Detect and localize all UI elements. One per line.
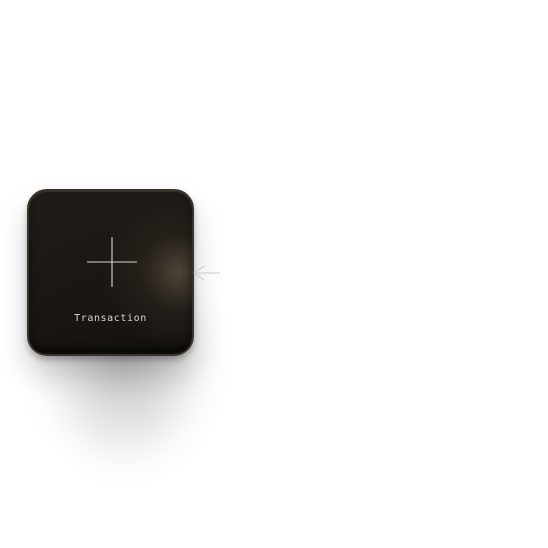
tile-label: Transaction (74, 313, 147, 324)
add-transaction-tile[interactable]: Transaction (27, 189, 194, 356)
arrow-left-icon (193, 265, 220, 281)
plus-icon (87, 237, 137, 287)
